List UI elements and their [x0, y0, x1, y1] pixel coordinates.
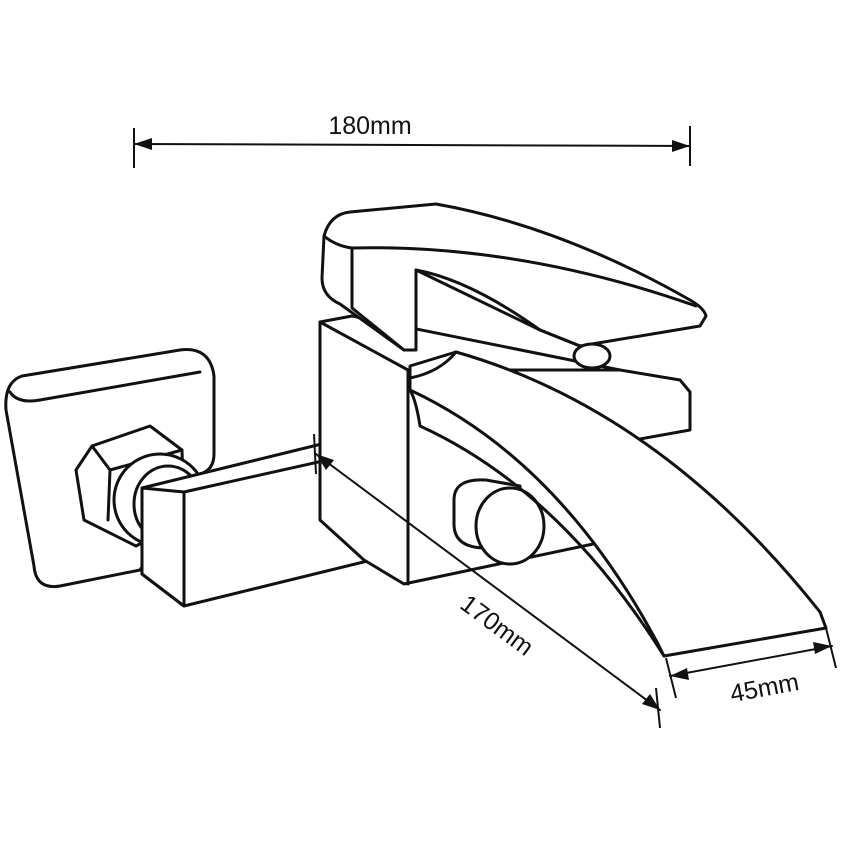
dimension-spout-width-label: 45mm — [728, 668, 801, 708]
dimension-width-label: 180mm — [328, 112, 411, 140]
diverter-knob — [452, 478, 546, 566]
waterfall-spout — [408, 350, 828, 658]
dimension-width: 180mm — [133, 112, 691, 168]
lever-handle — [320, 202, 708, 370]
dimension-projection-label: 170mm — [455, 589, 539, 661]
